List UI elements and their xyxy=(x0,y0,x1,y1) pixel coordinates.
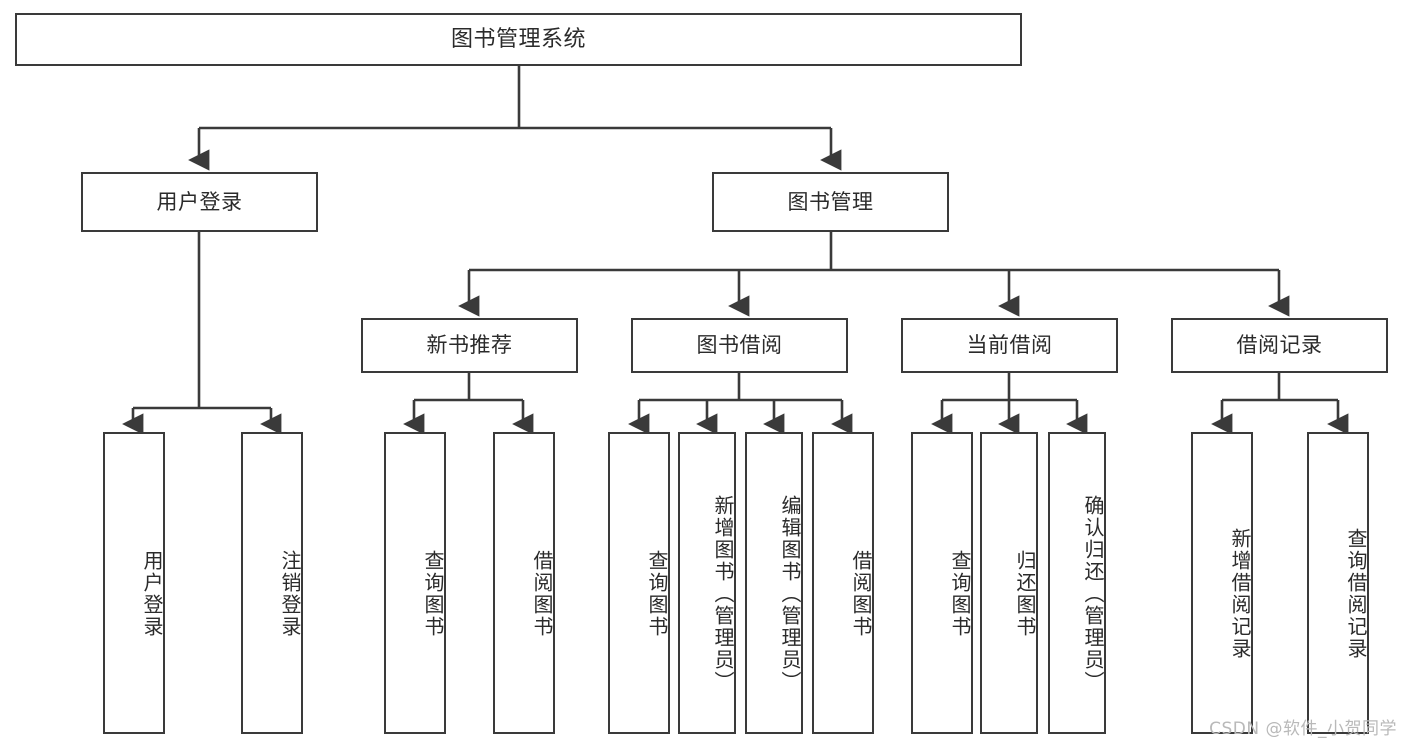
leaf-borrow-book-newbook[interactable]: 借阅图书 xyxy=(493,432,555,734)
node-label: 图书管理 xyxy=(787,189,874,214)
node-label: 图书借阅 xyxy=(696,333,783,358)
node-label: 确认归还（管理员） xyxy=(1081,495,1105,693)
leaf-confirm-return-admin[interactable]: 确认归还（管理员） xyxy=(1048,432,1106,734)
leaf-return-book[interactable]: 归还图书 xyxy=(980,432,1038,734)
node-root-system[interactable]: 图书管理系统 xyxy=(15,13,1022,66)
leaf-query-book-borrow[interactable]: 查询图书 xyxy=(608,432,670,734)
node-label: 用户登录 xyxy=(140,550,164,638)
node-label: 借阅记录 xyxy=(1236,333,1323,358)
node-label: 借阅图书 xyxy=(530,550,554,638)
node-label: 归还图书 xyxy=(1013,550,1037,638)
node-label: 编辑图书（管理员） xyxy=(778,495,802,693)
node-label: 当前借阅 xyxy=(966,333,1053,358)
leaf-logout[interactable]: 注销登录 xyxy=(241,432,303,734)
leaf-borrow-book[interactable]: 借阅图书 xyxy=(812,432,874,734)
leaf-query-book-newbook[interactable]: 查询图书 xyxy=(384,432,446,734)
leaf-user-login[interactable]: 用户登录 xyxy=(103,432,165,734)
node-user-login[interactable]: 用户登录 xyxy=(81,172,318,232)
node-current-borrow[interactable]: 当前借阅 xyxy=(901,318,1118,373)
node-label: 查询图书 xyxy=(645,550,669,638)
leaf-add-book-admin[interactable]: 新增图书（管理员） xyxy=(678,432,736,734)
node-label: 新增借阅记录 xyxy=(1228,528,1252,660)
node-borrow-record[interactable]: 借阅记录 xyxy=(1171,318,1388,373)
node-label: 新增图书（管理员） xyxy=(711,495,735,693)
leaf-query-borrow-record[interactable]: 查询借阅记录 xyxy=(1307,432,1369,734)
node-book-management[interactable]: 图书管理 xyxy=(712,172,949,232)
node-label: 借阅图书 xyxy=(849,550,873,638)
leaf-query-book-current[interactable]: 查询图书 xyxy=(911,432,973,734)
node-label: 用户登录 xyxy=(156,189,243,214)
node-label: 注销登录 xyxy=(278,550,302,638)
node-label: 查询借阅记录 xyxy=(1344,528,1368,660)
node-label: 新书推荐 xyxy=(426,333,513,358)
leaf-edit-book-admin[interactable]: 编辑图书（管理员） xyxy=(745,432,803,734)
node-label: 查询图书 xyxy=(421,550,445,638)
node-label: 查询图书 xyxy=(948,550,972,638)
node-label: 图书管理系统 xyxy=(450,26,586,52)
node-new-book-recommend[interactable]: 新书推荐 xyxy=(361,318,578,373)
leaf-add-borrow-record[interactable]: 新增借阅记录 xyxy=(1191,432,1253,734)
node-book-borrow[interactable]: 图书借阅 xyxy=(631,318,848,373)
